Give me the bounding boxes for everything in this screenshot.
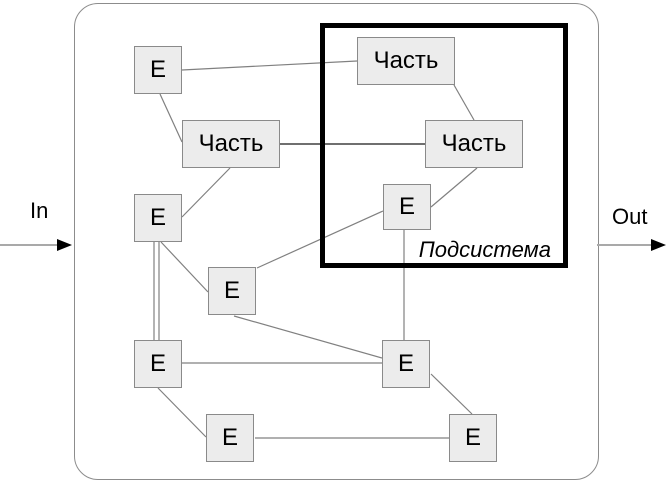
- subsystem-label: Подсистема: [418, 237, 551, 262]
- subsystem-boundary: Подсистема: [320, 23, 568, 268]
- in-arrowhead-icon: [57, 239, 72, 251]
- node-part-top: Часть: [357, 37, 455, 85]
- node-label: Часть: [373, 47, 439, 74]
- node-part-right: Часть: [425, 120, 523, 168]
- edge-e2-e4: [160, 241, 209, 293]
- node-e2: E: [134, 194, 182, 242]
- edge-part-upper-e2: [181, 167, 231, 218]
- out-label: Out: [612, 204, 648, 229]
- node-label: E: [398, 193, 415, 220]
- node-label: Часть: [198, 130, 264, 157]
- node-e1: E: [134, 46, 182, 94]
- node-label: E: [221, 424, 238, 451]
- edge-part-right-e3: [430, 167, 478, 208]
- edge-e5-e6: [157, 387, 207, 438]
- node-e5: E: [134, 340, 182, 388]
- node-label: E: [223, 277, 240, 304]
- node-e3: E: [383, 184, 431, 230]
- node-part-upper: Часть: [182, 120, 280, 168]
- edge-e4-e7: [233, 315, 383, 359]
- edge-e7-e8: [430, 373, 473, 415]
- node-label: Часть: [441, 130, 507, 157]
- out-arrowhead-icon: [651, 239, 666, 251]
- edge-e1-part-top: [181, 60, 358, 71]
- node-label: E: [149, 350, 166, 377]
- node-label: E: [397, 350, 414, 377]
- system-boundary: [74, 3, 599, 480]
- node-label: E: [149, 204, 166, 231]
- node-e8: E: [449, 414, 497, 462]
- edge-e1-part-upper: [159, 93, 183, 143]
- node-e6: E: [206, 414, 254, 462]
- node-label: E: [464, 424, 481, 451]
- node-label: E: [149, 56, 166, 83]
- edge-part-top-part-right: [453, 84, 475, 121]
- in-label: In: [30, 198, 49, 223]
- node-e7: E: [382, 340, 430, 388]
- node-e4: E: [208, 267, 256, 315]
